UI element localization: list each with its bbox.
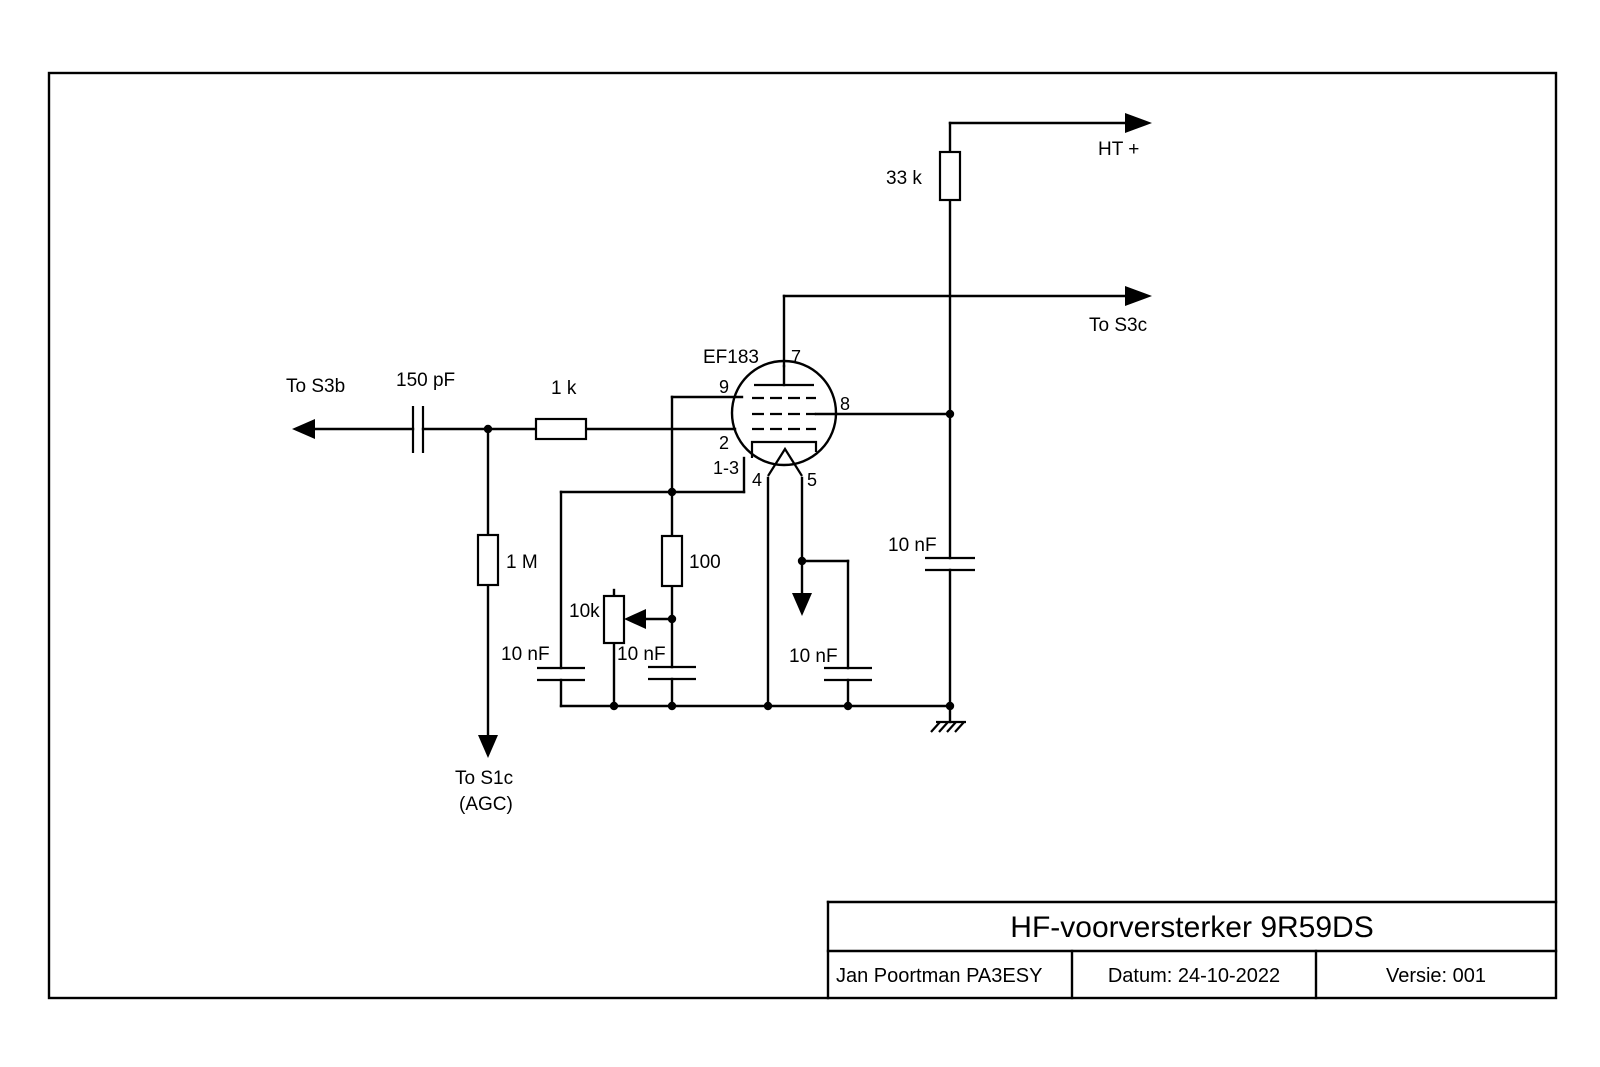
label-to-s1c: To S1c xyxy=(455,768,513,789)
label-10nf-heater: 10 nF xyxy=(789,646,838,667)
pin-2: 2 xyxy=(719,433,729,453)
title-block-version: Versie: 001 xyxy=(1386,965,1486,987)
capacitor-cathode-10nf xyxy=(648,665,696,681)
capacitor-heater-10nf xyxy=(824,666,872,682)
label-1k: 1 k xyxy=(551,378,577,399)
label-100: 100 xyxy=(689,552,721,573)
junction-dots xyxy=(483,409,955,711)
arrow-to-s3b-icon xyxy=(292,419,315,439)
title-block-date: Datum: 24-10-2022 xyxy=(1108,965,1280,987)
label-150pf: 150 pF xyxy=(396,370,455,391)
label-10nf-screen: 10 nF xyxy=(501,644,550,665)
label-to-s3c: To S3c xyxy=(1089,315,1147,336)
arrow-to-s1c-icon xyxy=(478,735,498,758)
capacitor-150pf xyxy=(411,406,425,453)
capacitor-screen-10nf xyxy=(537,666,585,682)
pin-9: 9 xyxy=(719,377,729,397)
drawing-frame xyxy=(47,71,1558,1000)
potentiometer-10k xyxy=(602,594,647,645)
label-1m: 1 M xyxy=(506,552,538,573)
capacitor-g3-10nf xyxy=(925,556,975,572)
label-10k: 10k xyxy=(569,601,600,622)
resistor-1k xyxy=(534,417,588,441)
label-10nf-g3: 10 nF xyxy=(888,535,937,556)
label-10nf-cathode: 10 nF xyxy=(617,644,666,665)
arrow-to-s3c-icon xyxy=(1125,286,1152,306)
wiring xyxy=(313,121,1127,737)
resistor-1m xyxy=(476,533,500,587)
label-ht: HT + xyxy=(1098,139,1139,160)
ground-symbol-icon xyxy=(930,720,966,733)
title-block-author: Jan Poortman PA3ESY xyxy=(836,965,1042,987)
label-agc: (AGC) xyxy=(459,794,513,815)
label-to-s3b: To S3b xyxy=(286,376,345,397)
pin-7: 7 xyxy=(791,347,801,367)
resistor-100 xyxy=(660,534,684,588)
resistor-33k xyxy=(938,150,962,202)
pin-8: 8 xyxy=(840,394,850,414)
title-block: HF-voorversterker 9R59DS Jan Poortman PA… xyxy=(826,900,1558,1000)
tube-ef183 xyxy=(730,359,838,477)
pin-5: 5 xyxy=(807,470,817,490)
arrow-ht-icon xyxy=(1125,113,1152,133)
pin-4: 4 xyxy=(752,470,762,490)
arrow-heater-icon xyxy=(792,593,812,616)
pin-1-3: 1-3 xyxy=(713,458,739,478)
label-ef183: EF183 xyxy=(703,347,759,368)
title-block-title: HF-voorversterker 9R59DS xyxy=(1010,911,1373,944)
label-33k: 33 k xyxy=(886,168,922,189)
